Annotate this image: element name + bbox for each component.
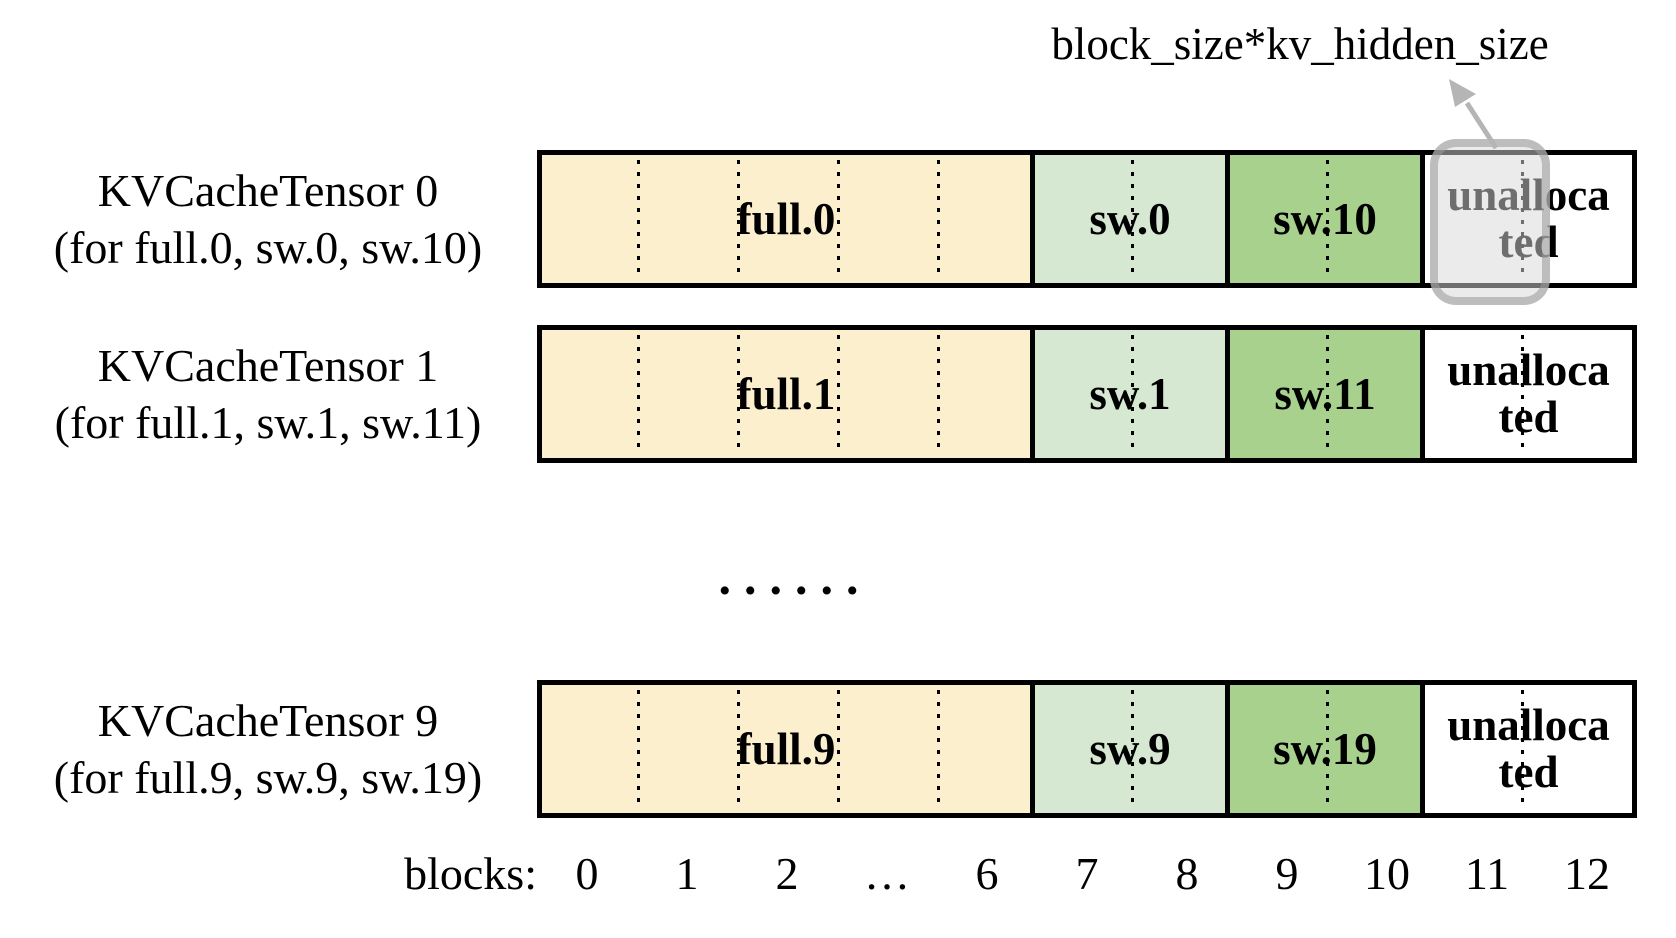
segment-label: sw.9 bbox=[1089, 724, 1171, 774]
rows-ellipsis: ...... bbox=[718, 549, 872, 605]
block-divider-dotted bbox=[737, 690, 740, 808]
annotation-label: block_size*kv_hidden_size bbox=[1051, 19, 1549, 69]
highlight-box-block11 bbox=[1430, 139, 1550, 305]
axis-tick-1: 1 bbox=[675, 848, 699, 899]
axis-tick-11: 11 bbox=[1464, 848, 1510, 899]
segment-unallocated: unalloca ted bbox=[1425, 685, 1632, 813]
segment-full: full.0 bbox=[542, 155, 1035, 283]
segment-label: sw.1 bbox=[1089, 369, 1171, 419]
segment-label: full.1 bbox=[736, 369, 836, 419]
tensor-name: KVCacheTensor 1 bbox=[97, 340, 439, 391]
kvcache-bar-tensor-9: full.9 sw.9 sw.19 unalloca ted bbox=[537, 680, 1637, 818]
block-divider-dotted bbox=[1326, 335, 1329, 453]
kvcache-bar-tensor-1: full.1 sw.1 sw.11 unalloca ted bbox=[537, 325, 1637, 463]
block-divider-dotted bbox=[1131, 160, 1134, 278]
axis-tick-0: 0 bbox=[575, 848, 599, 899]
segment-sw: sw.1 bbox=[1035, 330, 1230, 458]
segment-label: full.9 bbox=[736, 724, 836, 774]
segment-sw1x: sw.11 bbox=[1230, 330, 1425, 458]
block-divider-dotted bbox=[837, 335, 840, 453]
axis-tick-6: 6 bbox=[975, 848, 999, 899]
annotation-arrow-icon bbox=[1449, 79, 1499, 150]
axis-tick-ellipsis: … bbox=[864, 848, 910, 899]
block-divider-dotted bbox=[737, 335, 740, 453]
block-divider-dotted bbox=[937, 335, 940, 453]
segment-label: unalloca bbox=[1447, 345, 1610, 395]
segment-sw1x: sw.19 bbox=[1230, 685, 1425, 813]
block-divider-dotted bbox=[1326, 160, 1329, 278]
segment-sw1x: sw.10 bbox=[1230, 155, 1425, 283]
segment-full: full.9 bbox=[542, 685, 1035, 813]
block-divider-dotted bbox=[637, 160, 640, 278]
block-divider-dotted bbox=[737, 160, 740, 278]
row-label-tensor-0: KVCacheTensor 0 (for full.0, sw.0, sw.10… bbox=[8, 162, 528, 276]
segment-full: full.1 bbox=[542, 330, 1035, 458]
segment-label: sw.19 bbox=[1273, 724, 1377, 774]
row-label-tensor-9: KVCacheTensor 9 (for full.9, sw.9, sw.19… bbox=[8, 692, 528, 806]
segment-sw: sw.9 bbox=[1035, 685, 1230, 813]
segment-sw: sw.0 bbox=[1035, 155, 1230, 283]
block-divider-dotted bbox=[637, 690, 640, 808]
block-divider-dotted bbox=[1131, 690, 1134, 808]
row-label-tensor-1: KVCacheTensor 1 (for full.1, sw.1, sw.11… bbox=[8, 337, 528, 451]
segment-label: ted bbox=[1498, 392, 1559, 442]
segment-label: ted bbox=[1498, 747, 1559, 797]
segment-label: full.0 bbox=[736, 194, 836, 244]
block-divider-dotted bbox=[837, 160, 840, 278]
tensor-subtitle: (for full.0, sw.0, sw.10) bbox=[53, 222, 483, 273]
block-divider-dotted bbox=[937, 690, 940, 808]
block-divider-dotted bbox=[1521, 690, 1524, 808]
axis-tick-2: 2 bbox=[775, 848, 799, 899]
block-divider-dotted bbox=[1521, 335, 1524, 453]
axis-tick-7: 7 bbox=[1075, 848, 1099, 899]
block-divider-dotted bbox=[1326, 690, 1329, 808]
segment-label: sw.11 bbox=[1274, 369, 1376, 419]
blocks-axis-label: blocks: bbox=[404, 848, 537, 899]
axis-tick-9: 9 bbox=[1275, 848, 1299, 899]
segment-label: sw.10 bbox=[1273, 194, 1377, 244]
axis-tick-10: 10 bbox=[1364, 848, 1410, 899]
block-divider-dotted bbox=[937, 160, 940, 278]
block-divider-dotted bbox=[1131, 335, 1134, 453]
block-divider-dotted bbox=[837, 690, 840, 808]
segment-label: unalloca bbox=[1447, 700, 1610, 750]
tensor-subtitle: (for full.1, sw.1, sw.11) bbox=[54, 397, 482, 448]
segment-unallocated: unalloca ted bbox=[1425, 330, 1632, 458]
tensor-name: KVCacheTensor 9 bbox=[97, 695, 439, 746]
segment-label: sw.0 bbox=[1089, 194, 1171, 244]
block-divider-dotted bbox=[637, 335, 640, 453]
axis-tick-8: 8 bbox=[1175, 848, 1199, 899]
tensor-subtitle: (for full.9, sw.9, sw.19) bbox=[53, 752, 483, 803]
axis-tick-12: 12 bbox=[1564, 848, 1610, 899]
tensor-name: KVCacheTensor 0 bbox=[97, 165, 439, 216]
